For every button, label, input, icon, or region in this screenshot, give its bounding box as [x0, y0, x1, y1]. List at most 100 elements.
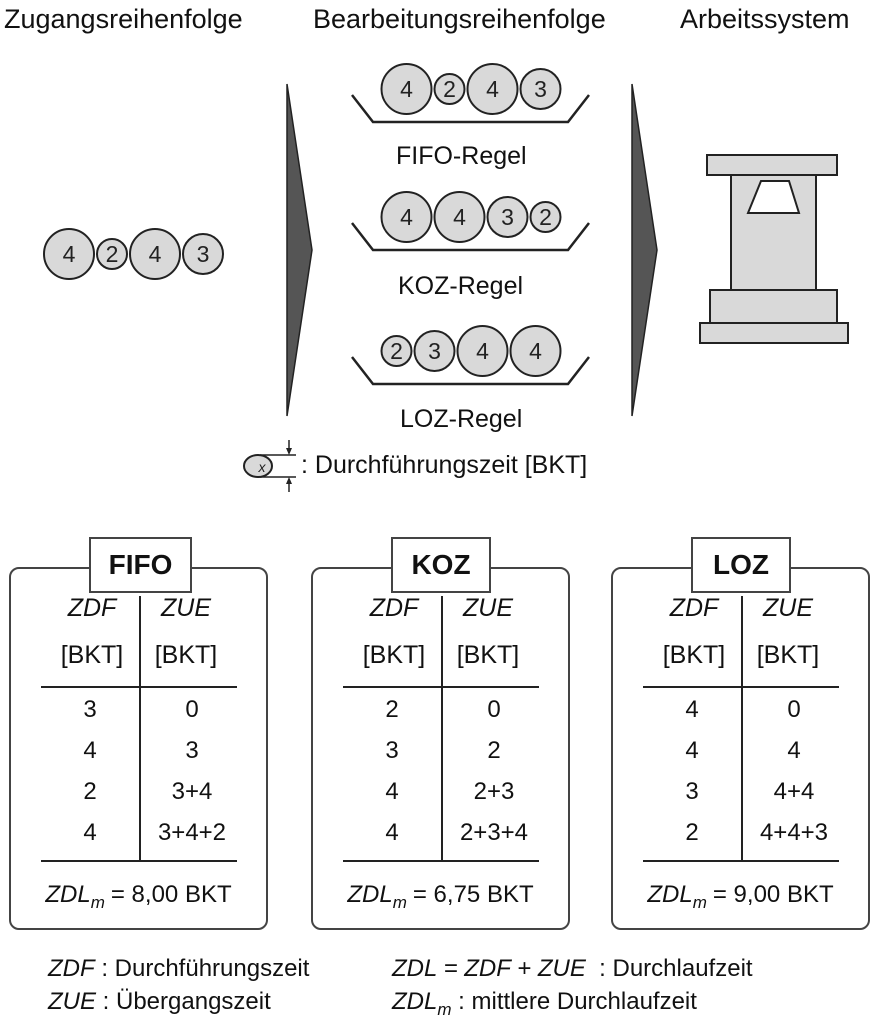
arrow-to-system [631, 83, 658, 417]
col-head-zdf: ZDF [669, 594, 719, 622]
footnote-zdl-text: : Durchlaufzeit [585, 955, 753, 982]
rule-3-job-label-4: 4 [529, 338, 542, 364]
col-unit-zue: [BKT] [154, 641, 218, 669]
rule-tray-3 [351, 356, 590, 386]
rule-2-job-circle-4 [529, 201, 562, 233]
table-cell-zue: 2+3 [473, 778, 515, 805]
table-title-fifo: FIFO [89, 537, 192, 593]
arrival-job-circle-4 [182, 233, 224, 275]
arrival-job-circle-3 [129, 228, 181, 280]
table-cell-zdf: 4 [385, 819, 399, 846]
col-head-zue: ZUE [463, 594, 513, 622]
rule-1-job-circle-1 [380, 63, 433, 115]
footnote-zue-abbr: ZUE [48, 988, 96, 1015]
summary-zdl: ZDL [647, 881, 693, 908]
table-cell-zue: 4+4 [773, 778, 815, 805]
footnote-zue-text: : Übergangszeit [96, 988, 271, 1015]
arrival-job-label-2: 2 [106, 241, 119, 267]
svg-text:x: x [258, 459, 267, 475]
rule-2-job-circle-1 [380, 191, 433, 243]
table-cell-zdf: 2 [385, 696, 399, 723]
table-cell-zue: 2+3+4 [459, 819, 529, 846]
rule-1-job-label-2: 2 [443, 76, 456, 102]
arrow-to-processing [286, 83, 313, 417]
arrival-job-label-4: 3 [197, 241, 210, 267]
koz-rule-label: KOZ-Regel [398, 272, 524, 300]
footnote-zdf-abbr: ZDF [48, 955, 95, 982]
col-unit-zdf: [BKT] [362, 641, 426, 669]
rule-2-job-label-3: 3 [501, 204, 514, 230]
rule-1-job-label-1: 4 [400, 76, 413, 102]
table-cell-zue: 0 [185, 696, 199, 723]
col-head-zdf: ZDF [67, 594, 117, 622]
footnote-zdf-text: : Durchführungszeit [94, 955, 310, 982]
rule-2-job-circle-2 [433, 191, 486, 243]
col-head-zue: ZUE [763, 594, 813, 622]
summary-zdl-sub: m [692, 892, 707, 912]
rule-1-job-circle-4 [519, 68, 562, 110]
rule-1-job-circle-3 [466, 63, 519, 115]
table-cell-zue: 3+4 [171, 778, 213, 805]
table-cell-zue: 2 [487, 737, 501, 764]
table-cell-zdf: 2 [83, 778, 97, 805]
rule-tray-2 [351, 222, 590, 252]
col-unit-zdf: [BKT] [60, 641, 124, 669]
arrival-sequence-title: Zugangsreihenfolge [4, 4, 243, 34]
summary-zdl-sub: m [392, 892, 407, 912]
table-footer-rule [643, 860, 839, 862]
summary-value: = 9,00 BKT [712, 881, 834, 908]
footnote-zdlm-text: : mittlere Durchlaufzeit [451, 988, 697, 1015]
arrival-job-circle-2 [96, 238, 128, 270]
table-title-koz: KOZ [391, 537, 491, 593]
footnote-zdlm-sub: m [437, 999, 452, 1019]
rule-3-job-circle-3 [456, 325, 509, 377]
table-cell-zdf: 4 [685, 696, 699, 723]
arrival-job-circle-1 [43, 228, 95, 280]
summary-value: = 8,00 BKT [110, 881, 232, 908]
table-cell-zue: 0 [787, 696, 801, 723]
col-head-zue: ZUE [161, 594, 211, 622]
footnote-zue: ZUE : Übergangszeit [48, 988, 271, 1016]
footnote-zdlm: ZDLm : mittlere Durchlaufzeit [392, 988, 697, 1020]
footnote-zdlm-label: ZDL [392, 988, 438, 1015]
table-cell-zdf: 4 [83, 819, 97, 846]
table-summary: ZDLm= 8,00 BKT [9, 881, 268, 913]
table-cell-zue: 4 [787, 737, 801, 764]
rule-1-job-label-3: 4 [486, 76, 499, 102]
rule-3-job-label-3: 4 [476, 338, 489, 364]
rule-1-job-label-4: 3 [534, 76, 547, 102]
summary-zdl: ZDL [45, 881, 91, 908]
table-cell-zdf: 3 [83, 696, 97, 723]
rule-3-job-circle-1 [380, 335, 413, 367]
duration-legend-text: : Durchführungszeit [BKT] [301, 451, 588, 479]
footnote-zdl-formula: ZDL = ZDF + ZUE [392, 955, 586, 982]
table-summary: ZDLm= 6,75 BKT [311, 881, 570, 913]
table-footer-rule [343, 860, 539, 862]
table-footer-rule [41, 860, 237, 862]
rule-2-job-label-4: 2 [539, 204, 552, 230]
arrival-job-label-3: 4 [149, 241, 162, 267]
table-column-divider [139, 596, 141, 861]
rule-3-job-label-2: 3 [428, 338, 441, 364]
table-cell-zue: 3 [185, 737, 199, 764]
footnote-zdf: ZDF : Durchführungszeit [48, 955, 309, 983]
summary-zdl-sub: m [90, 892, 105, 912]
loz-rule-label: LOZ-Regel [400, 405, 523, 433]
table-column-divider [741, 596, 743, 861]
table-cell-zue: 4+4+3 [759, 819, 829, 846]
rule-2-job-circle-3 [486, 196, 529, 238]
col-unit-zue: [BKT] [756, 641, 820, 669]
rule-2-job-label-2: 4 [453, 204, 466, 230]
table-column-divider [441, 596, 443, 861]
summary-zdl: ZDL [347, 881, 393, 908]
table-cell-zdf: 3 [685, 778, 699, 805]
table-summary: ZDLm= 9,00 BKT [611, 881, 870, 913]
arrival-job-label-1: 4 [63, 241, 76, 267]
footnote-zdl: ZDL = ZDF + ZUE : Durchlaufzeit [392, 955, 753, 983]
table-cell-zdf: 4 [685, 737, 699, 764]
table-cell-zdf: 4 [83, 737, 97, 764]
table-cell-zue: 0 [487, 696, 501, 723]
rule-2-job-label-1: 4 [400, 204, 413, 230]
rule-3-job-circle-2 [413, 330, 456, 372]
table-cell-zdf: 2 [685, 819, 699, 846]
